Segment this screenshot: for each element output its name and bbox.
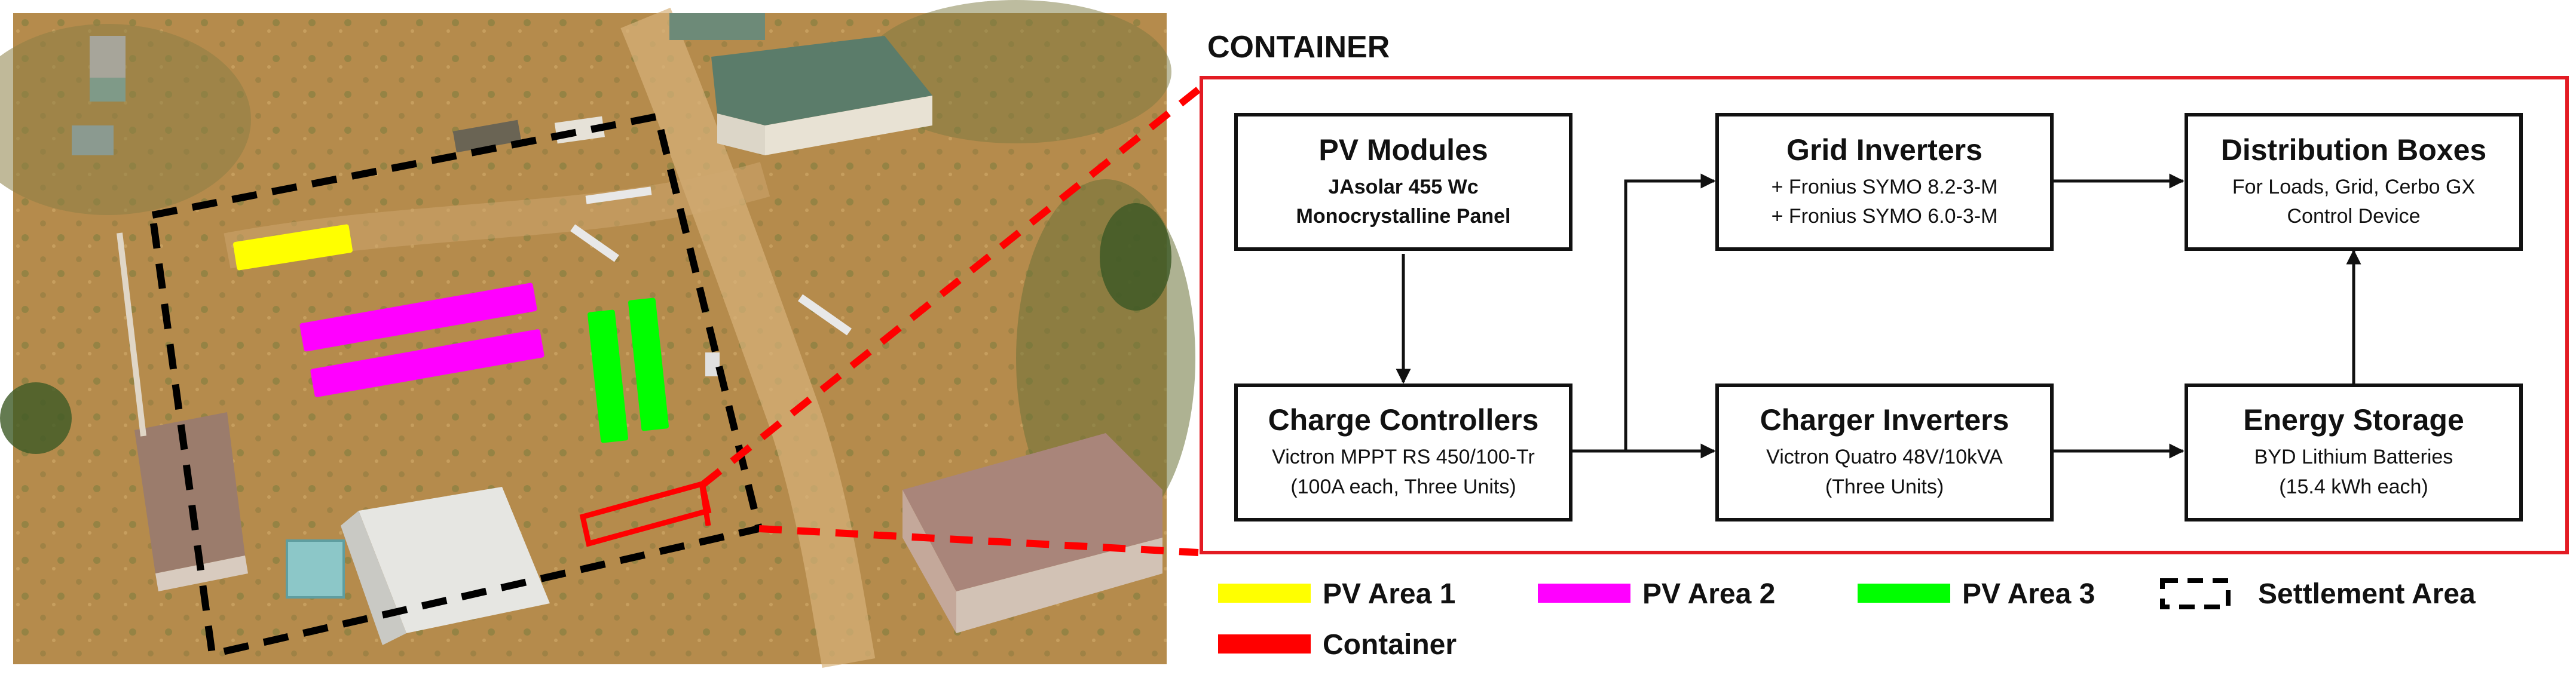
pv-area-3-mark-b bbox=[628, 297, 669, 431]
legend-swatch-container bbox=[1218, 634, 1311, 654]
block-title: Energy Storage bbox=[2243, 403, 2464, 437]
pv-area-3-mark-a bbox=[588, 309, 628, 443]
container-frame bbox=[1200, 76, 2569, 554]
block-title: Grid Inverters bbox=[1786, 133, 1983, 167]
water-tank bbox=[286, 539, 345, 599]
legend-swatch-pv-area-1 bbox=[1218, 584, 1311, 603]
legend-item-pv-area-3: PV Area 3 bbox=[1858, 578, 2095, 610]
block-title: Charger Inverters bbox=[1760, 403, 2009, 437]
block-line: (Three Units) bbox=[1825, 475, 1944, 498]
legend-swatch-pv-area-3 bbox=[1858, 584, 1950, 603]
block-title: Charge Controllers bbox=[1268, 403, 1539, 437]
block-charger-inverters: Charger Inverters Victron Quatro 48V/10k… bbox=[1715, 384, 2054, 521]
block-line: (100A each, Three Units) bbox=[1290, 475, 1516, 498]
container-heading: CONTAINER bbox=[1207, 30, 1390, 65]
block-line: Control Device bbox=[2287, 205, 2421, 228]
building-bottom-right bbox=[902, 433, 1162, 633]
block-charge-controllers: Charge Controllers Victron MPPT RS 450/1… bbox=[1234, 384, 1572, 521]
block-energy-storage: Energy Storage BYD Lithium Batteries (15… bbox=[2185, 384, 2523, 521]
legend-label: Settlement Area bbox=[2258, 578, 2476, 610]
pv-area-2-mark-a bbox=[299, 283, 537, 352]
legend-item-pv-area-2: PV Area 2 bbox=[1538, 578, 1775, 610]
building-top-small bbox=[669, 13, 765, 40]
legend-label: PV Area 1 bbox=[1323, 578, 1455, 610]
block-line: BYD Lithium Batteries bbox=[2254, 446, 2453, 468]
legend-item-pv-area-1: PV Area 1 bbox=[1218, 578, 1455, 610]
block-line: JAsolar 455 Wc bbox=[1328, 176, 1478, 198]
block-pv-modules: PV Modules JAsolar 455 Wc Monocrystallin… bbox=[1234, 113, 1572, 251]
building-top-right bbox=[711, 36, 932, 155]
legend-label: PV Area 2 bbox=[1642, 578, 1775, 610]
legend-swatch-settlement-area bbox=[2160, 578, 2231, 609]
legend-swatch-pv-area-2 bbox=[1538, 584, 1630, 603]
block-line: Victron Quatro 48V/10kVA bbox=[1766, 446, 2003, 468]
flow-arrows bbox=[1396, 173, 2361, 459]
block-distribution-boxes: Distribution Boxes For Loads, Grid, Cerb… bbox=[2185, 113, 2523, 251]
block-title: PV Modules bbox=[1318, 133, 1488, 167]
block-line: Victron MPPT RS 450/100-Tr bbox=[1272, 446, 1535, 468]
block-title: Distribution Boxes bbox=[2221, 133, 2486, 167]
arrow-charge-to-grid bbox=[1624, 173, 1716, 451]
legend-item-container: Container bbox=[1218, 629, 1457, 661]
block-line: For Loads, Grid, Cerbo GX bbox=[2232, 176, 2475, 198]
block-line: + Fronius SYMO 6.0-3-M bbox=[1772, 205, 1998, 228]
aerial-photo bbox=[0, 0, 1195, 668]
pv-area-2-mark-b bbox=[310, 329, 544, 397]
block-line: (15.4 kWh each) bbox=[2279, 475, 2428, 498]
building-left bbox=[134, 412, 248, 591]
block-line: Monocrystalline Panel bbox=[1296, 205, 1511, 228]
legend-label: PV Area 3 bbox=[1962, 578, 2095, 610]
zoom-connector-bottom bbox=[758, 525, 1199, 556]
legend: PV Area 1 PV Area 2 PV Area 3 Settlement… bbox=[1218, 578, 2476, 661]
pv-area-1-mark bbox=[233, 224, 353, 271]
legend-label: Container bbox=[1323, 629, 1457, 661]
zoom-connector-top bbox=[700, 87, 1201, 488]
block-line: + Fronius SYMO 8.2-3-M bbox=[1772, 176, 1998, 198]
legend-item-settlement-area: Settlement Area bbox=[2160, 578, 2476, 610]
block-grid-inverters: Grid Inverters + Fronius SYMO 8.2-3-M + … bbox=[1715, 113, 2054, 251]
